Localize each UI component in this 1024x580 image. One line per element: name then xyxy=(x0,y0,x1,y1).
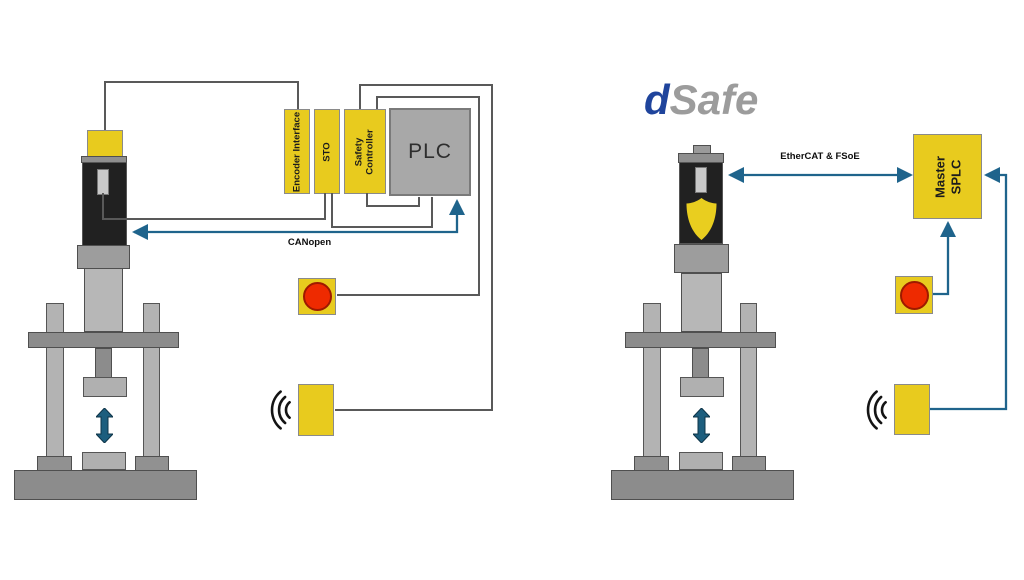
actuator-left xyxy=(77,130,130,332)
press-base xyxy=(14,470,197,500)
wire-actuator-to-encoder-interface xyxy=(104,81,299,130)
safety-controller-label: Safety Controller xyxy=(353,128,376,175)
actuator-right xyxy=(674,145,729,332)
press-pillar-right xyxy=(143,303,160,460)
press-foot-left xyxy=(37,456,72,471)
press-base xyxy=(611,470,794,500)
master-splc-label: Master SPLC xyxy=(931,155,963,198)
press-crossbar xyxy=(28,332,179,348)
actuator-window xyxy=(695,167,707,193)
press-pillar-left xyxy=(46,303,64,460)
encoder-interface-box: Encoder Interface xyxy=(284,109,310,194)
safety-controller-box: Safety Controller xyxy=(344,109,386,194)
estop-button-icon xyxy=(302,282,332,311)
estop-right xyxy=(895,276,933,314)
actuator-cylinder xyxy=(84,268,123,332)
plc-label: PLC xyxy=(408,140,452,163)
plc-box: PLC xyxy=(389,108,471,196)
stroke-direction-arrow xyxy=(96,408,113,443)
sto-label: STO xyxy=(321,141,333,162)
actuator-collar xyxy=(674,244,729,273)
estop-to-splc-arrow xyxy=(933,220,957,296)
encoder-interface-label: Encoder Interface xyxy=(291,111,303,192)
press-upper-plate xyxy=(83,377,127,397)
actuator-collar xyxy=(77,245,130,269)
safety-shield-icon xyxy=(686,198,717,240)
encoder-module xyxy=(87,130,123,157)
press-frame-left xyxy=(14,303,197,500)
press-foot-left xyxy=(634,456,669,471)
canopen-bus-label: CANopen xyxy=(287,237,332,248)
wireless-waves-icon xyxy=(270,390,291,430)
press-frame-right xyxy=(611,303,794,500)
press-pillar-right xyxy=(740,303,757,460)
estop-button-icon xyxy=(899,280,929,310)
press-lower-plate xyxy=(82,452,126,470)
actuator-cylinder xyxy=(681,273,722,332)
wireless-waves-icon xyxy=(866,390,887,430)
press-piston xyxy=(95,348,112,378)
stroke-direction-arrow xyxy=(693,408,710,443)
wireless-sensor-right xyxy=(894,384,930,435)
sto-box: STO xyxy=(314,109,340,194)
master-splc-box: Master SPLC xyxy=(913,134,982,219)
canopen-bus-arrow xyxy=(131,198,466,241)
dsafe-logo-safe: Safe xyxy=(669,76,759,123)
dsafe-logo: dSafe xyxy=(644,76,758,124)
press-piston xyxy=(692,348,709,378)
wire-actuator-to-sto xyxy=(102,193,326,220)
press-foot-right xyxy=(135,456,169,471)
ethercat-bus-label: EtherCAT & FSoE xyxy=(780,151,860,162)
actuator-window xyxy=(97,169,109,195)
press-pillar-left xyxy=(643,303,661,460)
press-lower-plate xyxy=(679,452,723,470)
press-crossbar xyxy=(625,332,776,348)
wireless-sensor-left xyxy=(298,384,334,436)
wire-sto-to-plc xyxy=(331,193,433,228)
press-upper-plate xyxy=(680,377,724,397)
dsafe-logo-d: d xyxy=(644,76,670,123)
estop-left xyxy=(298,278,336,315)
press-foot-right xyxy=(732,456,766,471)
